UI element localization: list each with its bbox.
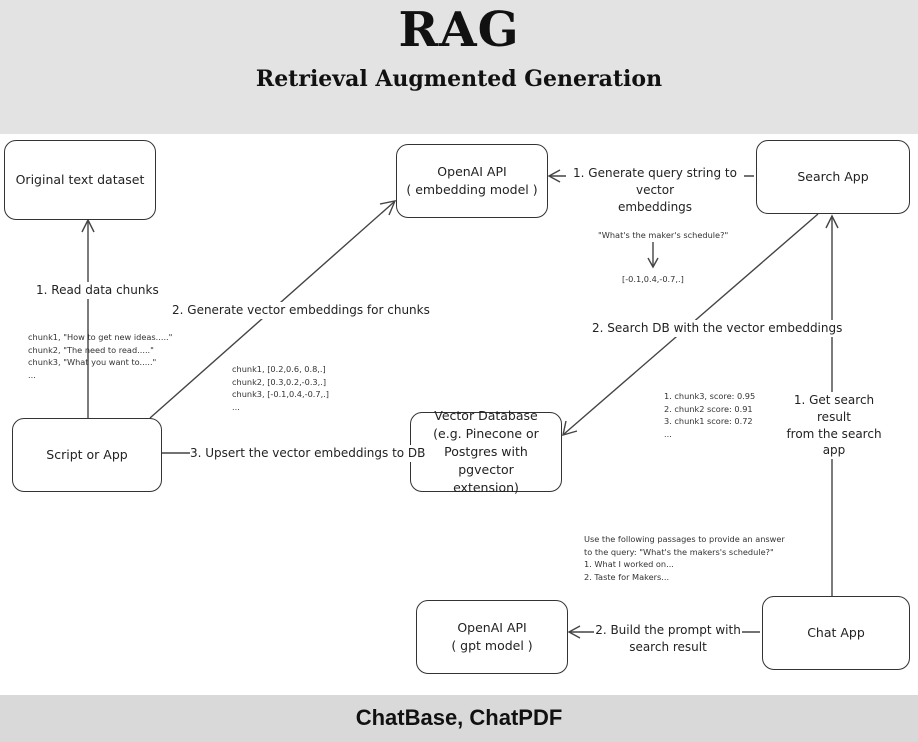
header-banner: RAG Retrieval Augmented Generation xyxy=(0,0,918,134)
label-read-data-chunks: 1. Read data chunks xyxy=(36,282,159,299)
note-prompt-text: Use the following passages to provide an… xyxy=(584,534,785,583)
node-original-text-dataset: Original text dataset xyxy=(4,140,156,220)
arrowhead-get-search-result xyxy=(825,214,839,229)
node-chat-app: Chat App xyxy=(762,596,910,670)
page-subtitle: Retrieval Augmented Generation xyxy=(255,66,663,92)
note-chunk-vectors: chunk1, [0.2,0.6, 0.8,.] chunk2, [0.3,0.… xyxy=(232,364,329,413)
arrowhead-query-embedding xyxy=(647,257,659,269)
node-script-or-app: Script or App xyxy=(12,418,162,492)
note-similarity-scores: 1. chunk3, score: 0.95 2. chunk2 score: … xyxy=(664,391,756,440)
label-search-db: 2. Search DB with the vector embeddings xyxy=(592,320,843,337)
arrowhead-generate-embeddings xyxy=(379,200,397,216)
arrowhead-read-chunks xyxy=(81,218,95,233)
node-vector-database: Vector Database (e.g. Pinecone or Postgr… xyxy=(410,408,562,495)
footer-banner: ChatBase, ChatPDF xyxy=(0,695,918,742)
arrowhead-build-prompt xyxy=(567,625,581,639)
node-search-app: Search App xyxy=(756,140,910,214)
label-build-prompt: 2. Build the prompt with search result xyxy=(594,622,742,656)
arrowhead-query-to-vector xyxy=(547,169,561,183)
diagram-canvas: Original text dataset OpenAI API ( embed… xyxy=(0,134,918,695)
node-openai-embedding-model: OpenAI API ( embedding model ) xyxy=(396,144,548,218)
note-query-vector: [-0.1,0.4,-0.7,.] xyxy=(622,274,684,284)
label-get-search-result: 1. Get search result from the search app xyxy=(776,392,892,460)
label-upsert-embeddings: 3. Upsert the vector embeddings to DB xyxy=(190,445,426,462)
note-query-text: "What's the maker's schedule?" xyxy=(598,230,729,240)
label-query-to-vector: 1. Generate query string to vector embed… xyxy=(566,165,744,216)
node-openai-gpt-model: OpenAI API ( gpt model ) xyxy=(416,600,568,674)
footer-examples: ChatBase, ChatPDF xyxy=(355,705,563,730)
note-text-chunks: chunk1, "How to get new ideas....." chun… xyxy=(28,332,173,381)
arrowhead-search-db xyxy=(562,420,578,436)
label-generate-vector-embeddings: 2. Generate vector embeddings for chunks xyxy=(172,302,430,319)
page-title: RAG xyxy=(398,2,520,58)
